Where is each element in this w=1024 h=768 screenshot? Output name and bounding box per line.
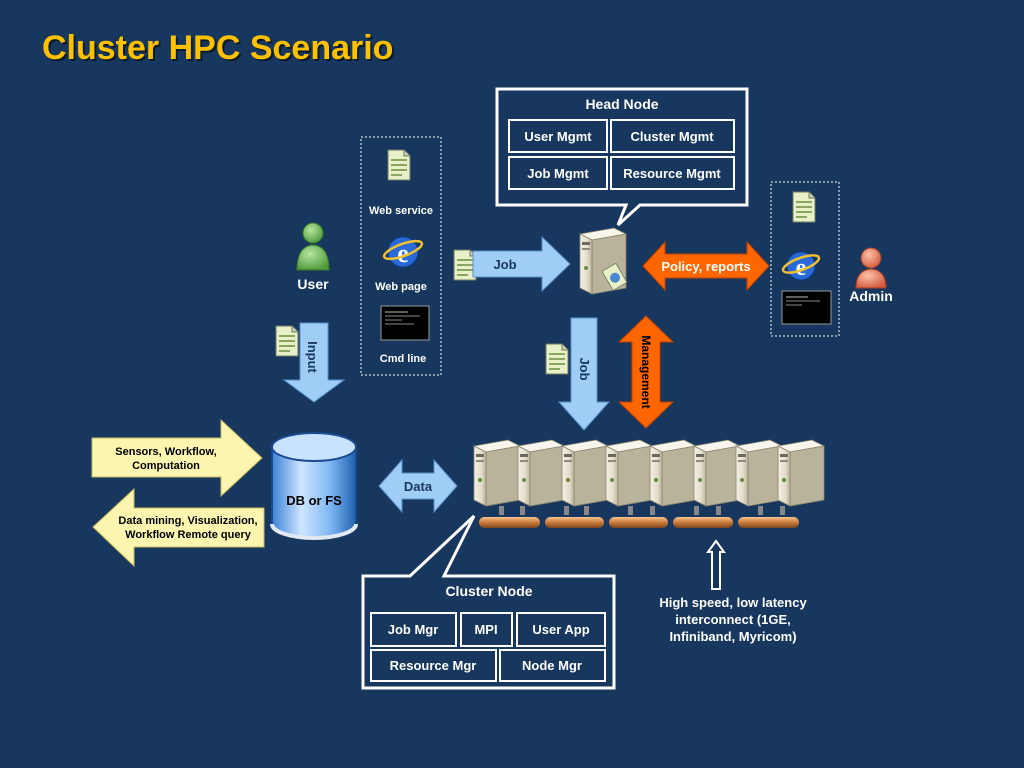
compute-server-icon (735, 439, 783, 507)
head-server-icon (579, 227, 628, 295)
svg-text:High speed, low latency: High speed, low latency (659, 595, 807, 610)
management-label: Management (639, 335, 653, 408)
svg-text:interconnect (1GE,: interconnect (1GE, (675, 612, 791, 627)
interconnect-arrow (706, 539, 726, 590)
job-arrow-horizontal: Job (472, 235, 571, 293)
input-arrow-label: Input (305, 341, 320, 373)
compute-server-icon (605, 439, 653, 507)
svg-text:e: e (796, 255, 807, 281)
input-arrow: Input (282, 322, 346, 403)
admin-label: Admin (849, 288, 893, 304)
compute-server-icon (473, 439, 521, 507)
data-mining-label-1: Data mining, Visualization, (118, 515, 257, 527)
data-mining-arrow: Data mining, Visualization, Workflow Rem… (92, 487, 265, 568)
head-node-box: Head Node User Mgmt Cluster Mgmt Job Mgm… (495, 87, 749, 227)
page-title: Cluster HPC Scenario (44, 31, 395, 69)
job-arrow-horizontal-label: Job (493, 257, 516, 272)
job-vertical-document-icon (545, 343, 569, 375)
job-arrow-vertical-label: Job (577, 357, 592, 380)
policy-reports-arrow: Policy, reports (642, 240, 770, 292)
sensors-arrow: Sensors, Workflow, Computation (91, 418, 263, 498)
cluster-node-box: Cluster Node Job Mgr MPI User App Resour… (361, 514, 616, 690)
head-cell-job-mgmt: Job Mgmt (527, 166, 589, 181)
cmd-line-label: Cmd line (380, 353, 426, 365)
client-panel: Web service e Web page Cmd line (360, 136, 442, 376)
web-page-label: Web page (375, 281, 427, 293)
compute-server-icon (693, 439, 741, 507)
cluster-cell-user-app: User App (532, 622, 589, 637)
cluster-cell-mpi: MPI (474, 622, 497, 637)
policy-reports-label: Policy, reports (661, 259, 750, 274)
web-service-label: Web service (369, 205, 433, 217)
data-arrow: Data (378, 458, 458, 514)
web-service-icon (387, 149, 411, 181)
compute-server-icon (517, 439, 565, 507)
job-arrow-vertical: Job (557, 317, 611, 431)
compute-server-icon (561, 439, 609, 507)
interconnect-label: High speed, low latency interconnect (1G… (659, 595, 807, 644)
cmd-line-icon (380, 305, 430, 341)
sensors-label-2: Computation (132, 460, 200, 472)
user-label: User (297, 276, 329, 292)
svg-text:Infiniband, Myricom): Infiniband, Myricom) (669, 629, 796, 644)
web-page-icon: e (382, 236, 424, 268)
data-mining-label-2: Workflow Remote query (125, 529, 252, 541)
head-cell-resource-mgmt: Resource Mgmt (623, 166, 721, 181)
admin-icon (855, 247, 887, 289)
user-icon (296, 222, 330, 271)
management-arrow: Management (617, 315, 675, 429)
head-node-title: Head Node (585, 96, 658, 112)
data-arrow-label: Data (404, 479, 433, 494)
compute-server-icon (649, 439, 697, 507)
head-cell-cluster-mgmt: Cluster Mgmt (630, 129, 714, 144)
cluster-cell-node-mgr: Node Mgr (522, 658, 582, 673)
database-label: DB or FS (286, 493, 342, 508)
admin-web-page-icon: e (781, 251, 821, 281)
admin-web-service-icon (792, 191, 816, 223)
interconnect-pipes (479, 506, 799, 528)
cluster-node-title: Cluster Node (445, 583, 532, 599)
head-cell-user-mgmt: User Mgmt (524, 129, 592, 144)
admin-cmd-line-icon (781, 290, 832, 325)
page-title: Cluster HPC Scenario (42, 29, 393, 67)
cluster-cell-job-mgr: Job Mgr (388, 622, 439, 637)
compute-server-icon (777, 439, 825, 507)
database-cylinder: DB or FS (270, 432, 358, 540)
cluster-cell-resource-mgr: Resource Mgr (390, 658, 477, 673)
admin-panel: e (770, 181, 840, 337)
svg-text:e: e (397, 239, 409, 268)
compute-servers (473, 439, 825, 507)
sensors-label-1: Sensors, Workflow, (115, 446, 216, 458)
input-document-icon (275, 325, 299, 357)
